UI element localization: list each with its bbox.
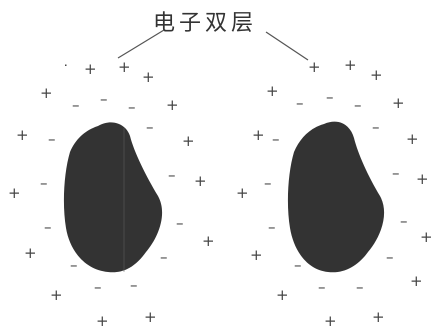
plus-sign: + [194, 172, 207, 190]
plus-sign: + [276, 286, 289, 304]
plus-sign: + [142, 68, 155, 86]
minus-sign: – [354, 96, 362, 114]
plus-sign: + [392, 94, 405, 112]
plus-sign: + [118, 58, 131, 76]
minus-sign: – [94, 278, 102, 296]
minus-sign: – [128, 98, 136, 116]
plus-sign: + [24, 244, 37, 262]
plus-sign: + [308, 58, 321, 76]
plus-sign: + [202, 232, 215, 250]
minus-sign: – [372, 118, 380, 136]
plus-sign: + [410, 272, 423, 290]
minus-sign: – [72, 96, 80, 114]
left-particle [64, 122, 162, 272]
minus-sign: – [44, 218, 52, 236]
minus-sign: – [386, 248, 394, 266]
minus-sign: – [264, 174, 272, 192]
plus-sign: + [166, 96, 179, 114]
minus-sign: – [176, 214, 184, 232]
plus-sign: + [372, 308, 385, 326]
plus-sign: + [252, 126, 265, 144]
diagram-label: 电子双层 [153, 11, 257, 36]
right-particle-group [288, 122, 384, 273]
left-particle-group [64, 122, 162, 272]
plus-sign: + [236, 184, 249, 202]
minus-sign: – [392, 164, 400, 182]
minus-sign: – [40, 174, 48, 192]
plus-sign: + [16, 126, 29, 144]
minus-sign: – [146, 118, 154, 136]
leader-line-left [118, 30, 164, 58]
minus-sign: – [356, 278, 364, 296]
leader-line-right [266, 32, 308, 60]
minus-sign: – [268, 218, 276, 236]
plus-sign: + [50, 286, 63, 304]
plus-sign: + [416, 170, 429, 188]
plus-sign: + [96, 312, 109, 330]
minus-sign: – [168, 166, 176, 184]
plus-sign: + [324, 312, 337, 330]
plus-sign: + [40, 84, 53, 102]
minus-sign: – [100, 90, 108, 108]
plus-sign: + [344, 56, 357, 74]
minus-sign: – [48, 130, 56, 148]
minus-sign: – [160, 248, 168, 266]
minus-sign: – [130, 276, 138, 294]
minus-sign: – [296, 94, 304, 112]
minus-sign: – [400, 212, 408, 230]
plus-sign: + [144, 308, 157, 326]
plus-sign: + [266, 82, 279, 100]
plus-sign: ˙ [62, 62, 70, 80]
plus-sign: + [84, 60, 97, 78]
plus-sign: + [406, 130, 419, 148]
minus-sign: – [272, 130, 280, 148]
plus-sign: + [182, 132, 195, 150]
minus-sign: – [318, 278, 326, 296]
right-particle [288, 122, 384, 273]
plus-sign: + [8, 184, 21, 202]
minus-sign: – [294, 256, 302, 274]
minus-sign: – [70, 256, 78, 274]
plus-sign: + [370, 66, 383, 84]
minus-sign: – [326, 88, 334, 106]
plus-sign: + [250, 246, 263, 264]
plus-sign: + [420, 228, 433, 246]
